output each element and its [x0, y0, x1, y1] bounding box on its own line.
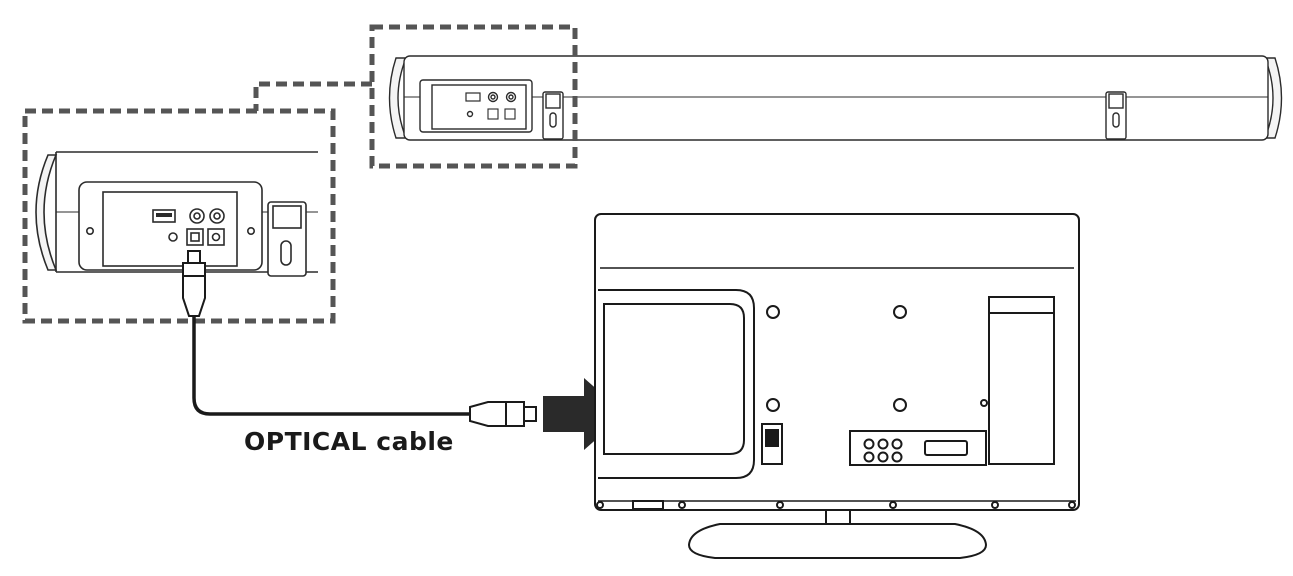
usb-port-icon — [152, 209, 176, 223]
soundbar-closeup — [35, 151, 318, 277]
optical-cable-label: OPTICAL cable — [244, 427, 454, 456]
closeup-highlight — [22, 108, 336, 324]
port-region-highlight — [369, 24, 578, 169]
optical-port-icon — [186, 228, 204, 246]
tv-back — [594, 213, 1080, 559]
optical-cable — [182, 250, 537, 427]
zoom-connector-line — [253, 81, 372, 111]
soundbar-overview — [388, 55, 1283, 141]
